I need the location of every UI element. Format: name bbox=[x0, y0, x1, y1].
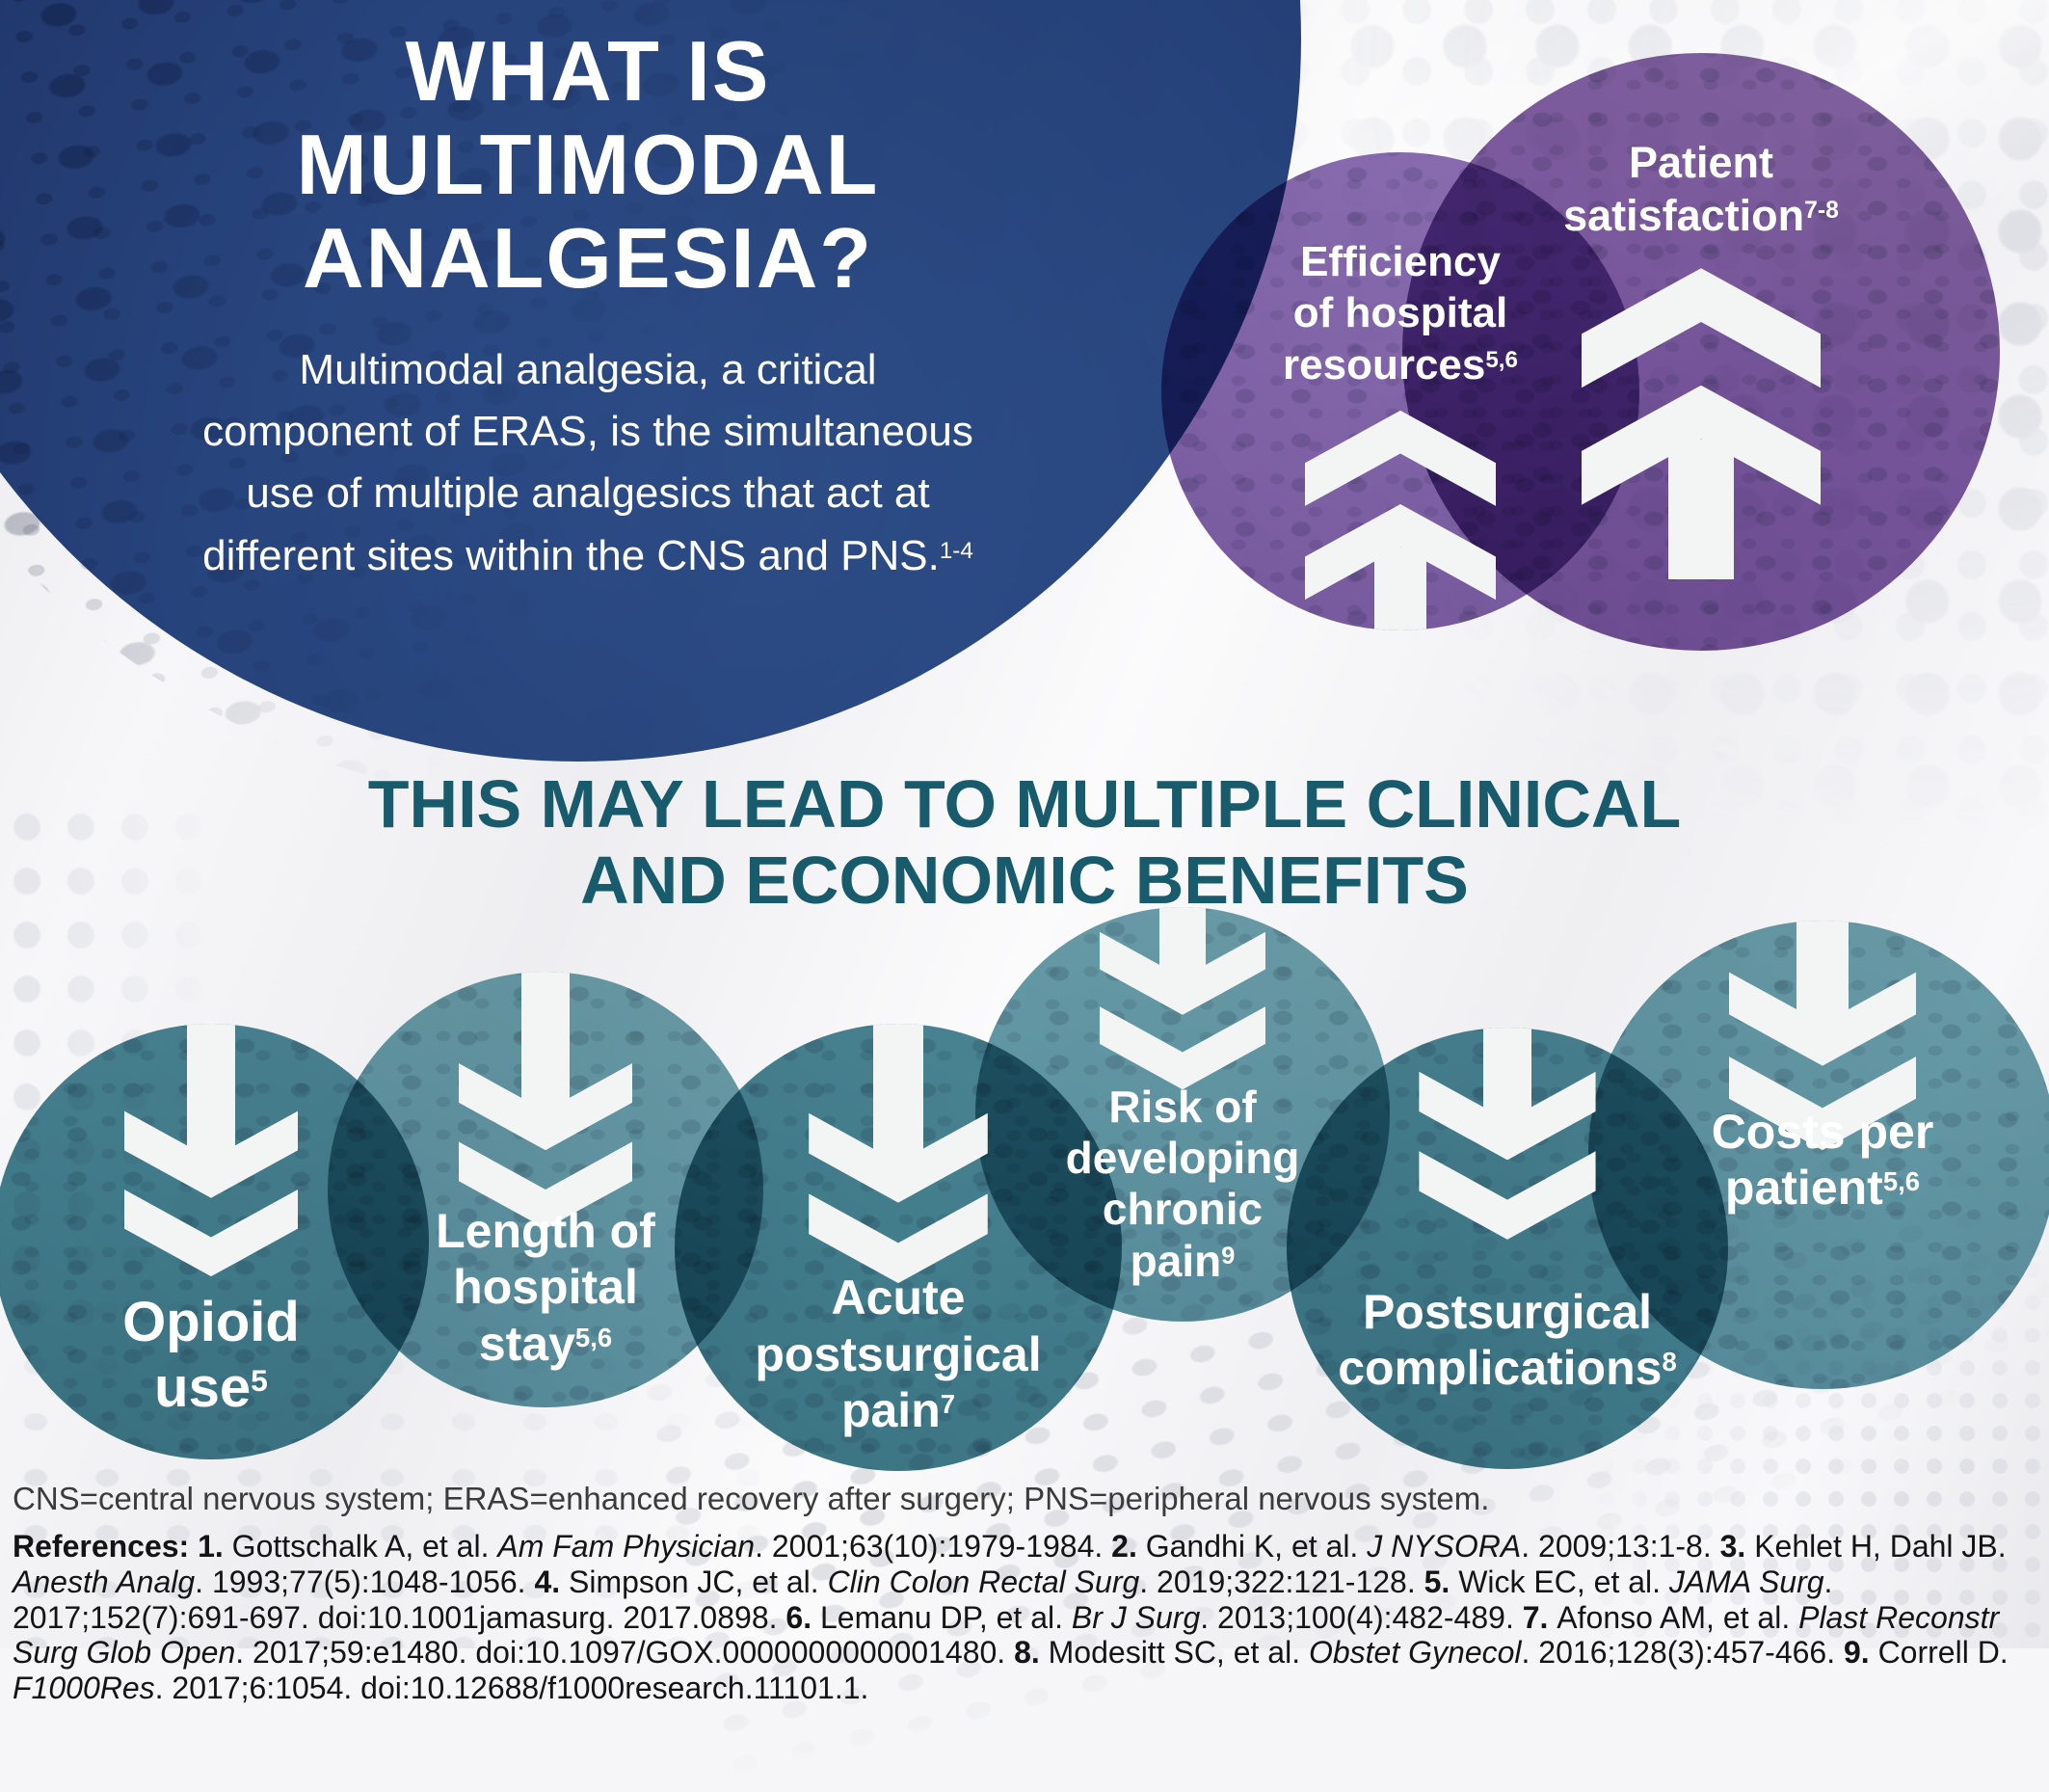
benefit-label-superscript: 9 bbox=[1221, 1243, 1236, 1270]
down-arrow-icon bbox=[328, 972, 763, 1407]
benefit-label-superscript: 7 bbox=[940, 1389, 956, 1420]
up-arrow-icon bbox=[1402, 53, 2000, 651]
arrow-chevron bbox=[1100, 1006, 1265, 1090]
benefit-label-text: Efficiency of hospital resources bbox=[1283, 237, 1508, 389]
intro-paragraph-superscript: 1-4 bbox=[939, 537, 973, 564]
benefit-label-text: Patient satisfaction bbox=[1563, 137, 1805, 240]
arrow-shaft bbox=[521, 972, 570, 1111]
benefit-label-costs: Costs per patient5,6 bbox=[1607, 1104, 2037, 1217]
arrow-shaft bbox=[1373, 547, 1427, 630]
arrow-shaft bbox=[1159, 907, 1206, 978]
benefit-label-chronic-pain-risk: Risk of developing chronic pain9 bbox=[992, 1082, 1373, 1287]
intro-paragraph-text: Multimodal analgesia, a critical compone… bbox=[202, 346, 973, 579]
benefit-circle-complications: Postsurgical complications8 bbox=[1287, 1028, 1728, 1469]
benefit-circle-patient-satisfaction: Patient satisfaction7-8 bbox=[1402, 53, 2000, 651]
benefit-label-superscript: 8 bbox=[1662, 1347, 1677, 1377]
down-arrow-icon bbox=[0, 1024, 429, 1459]
arrow-shaft bbox=[1667, 439, 1735, 579]
references-paragraph: References: 1. Gottschalk A, et al. Am F… bbox=[13, 1529, 2009, 1706]
benefit-circle-opioid-use: Opioid use5 bbox=[0, 1024, 429, 1459]
intro-paragraph: Multimodal analgesia, a critical compone… bbox=[82, 339, 1094, 587]
benefit-label-superscript: 5,6 bbox=[1882, 1166, 1921, 1197]
arrow-shaft bbox=[187, 1024, 235, 1160]
benefit-label-length-of-stay: Length of hospital stay5,6 bbox=[345, 1203, 746, 1373]
benefit-circle-costs: Costs per patient5,6 bbox=[1588, 921, 2049, 1389]
benefit-label-text: Opioid use bbox=[122, 1290, 300, 1419]
benefit-label-acute-pain: Acute postsurgical pain7 bbox=[693, 1270, 1104, 1439]
arrow-shaft bbox=[1482, 1028, 1532, 1121]
benefit-circle-chronic-pain-risk: Risk of developing chronic pain9 bbox=[975, 907, 1390, 1322]
abbreviations-note: CNS=central nervous system; ERAS=enhance… bbox=[13, 1481, 1490, 1516]
benefit-circle-acute-pain: Acute postsurgical pain7 bbox=[675, 1024, 1122, 1471]
benefit-label-opioid-use: Opioid use5 bbox=[11, 1290, 412, 1421]
main-title: WHAT IS MULTIMODAL ANALGESIA? bbox=[296, 23, 880, 306]
benefit-label-complications: Postsurgical complications8 bbox=[1304, 1284, 1710, 1397]
benefit-label-efficiency: Efficiency of hospital resources5,6 bbox=[1181, 236, 1620, 391]
arrow-chevron bbox=[123, 1189, 299, 1277]
down-arrow-icon bbox=[1588, 921, 2049, 1389]
benefit-circle-length-of-stay: Length of hospital stay5,6 bbox=[328, 972, 763, 1407]
benefit-label-text: Costs per patient bbox=[1711, 1104, 1934, 1216]
benefit-circle-efficiency: Efficiency of hospital resources5,6 bbox=[1161, 152, 1639, 630]
benefit-label-text: Risk of developing chronic pain bbox=[1065, 1081, 1300, 1286]
benefit-label-superscript: 5 bbox=[251, 1362, 268, 1398]
benefit-label-text: Length of hospital stay bbox=[436, 1203, 655, 1371]
benefit-label-superscript: 5,6 bbox=[574, 1322, 613, 1352]
arrow-chevron bbox=[1582, 268, 1821, 388]
down-arrow-icon bbox=[675, 1024, 1122, 1471]
benefit-label-patient-satisfaction: Patient satisfaction7-8 bbox=[1426, 137, 1976, 243]
benefit-label-superscript: 5,6 bbox=[1485, 347, 1518, 374]
up-arrow-icon bbox=[1161, 152, 1639, 630]
section-heading: THIS MAY LEAD TO MULTIPLE CLINICAL AND E… bbox=[367, 766, 1682, 919]
benefit-label-text: Postsurgical complications bbox=[1338, 1284, 1663, 1396]
arrow-shaft bbox=[873, 1024, 923, 1163]
arrow-chevron bbox=[1419, 1151, 1596, 1240]
arrow-shaft bbox=[1796, 921, 1849, 1024]
down-arrow-icon bbox=[1287, 1028, 1728, 1469]
benefit-label-text: Acute postsurgical pain bbox=[755, 1270, 1042, 1438]
down-arrow-icon bbox=[975, 907, 1390, 1322]
benefit-label-superscript: 7-8 bbox=[1804, 198, 1839, 225]
